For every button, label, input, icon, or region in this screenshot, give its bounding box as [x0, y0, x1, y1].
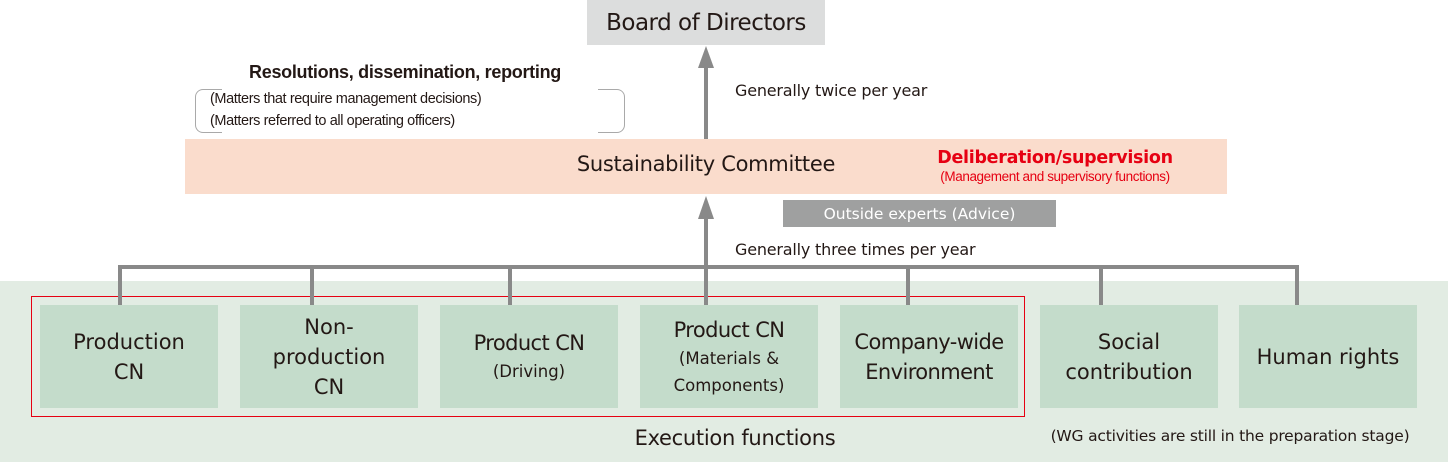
- frequency-to-board: Generally twice per year: [735, 81, 928, 100]
- outside-experts-box: Outside experts (Advice): [783, 200, 1056, 227]
- unit-label-line: contribution: [1065, 359, 1193, 384]
- frequency-to-committee: Generally three times per year: [735, 240, 976, 259]
- right-bracket: [598, 89, 625, 133]
- unit-sub-label: (Driving): [492, 362, 566, 381]
- board-of-directors-box: Board of Directors: [587, 0, 825, 45]
- unit-label-line: Production: [73, 329, 185, 354]
- sustainability-committee-band: [185, 139, 1227, 194]
- arrowhead-to-board-icon: [698, 46, 714, 68]
- committee-role: Deliberation/supervision (Management and…: [910, 147, 1200, 185]
- unit-sub-label: Components): [673, 375, 785, 395]
- unit-label-line: Human rights: [1256, 344, 1400, 369]
- reporting-line-1: (Matters that require management decisio…: [210, 91, 482, 107]
- committee-role-detail: (Management and supervisory functions): [940, 169, 1170, 184]
- unit-label-line: Non-: [304, 314, 354, 339]
- unit-product-cn-driving: Product CN (Driving): [440, 305, 618, 408]
- committee-role-title: Deliberation/supervision: [937, 148, 1173, 168]
- unit-label-line: Product CN: [673, 317, 785, 342]
- unit-label-line: Product CN: [473, 331, 585, 355]
- reporting-title: Resolutions, dissemination, reporting: [249, 62, 561, 82]
- unit-label-line: production: [272, 344, 386, 369]
- wg-preparation-note: (WG activities are still in the preparat…: [1050, 427, 1410, 445]
- unit-label-line: Company-wide: [854, 329, 1004, 354]
- left-bracket: [195, 89, 222, 133]
- unit-product-cn-materials: Product CN (Materials & Components): [640, 305, 818, 408]
- unit-company-wide-environment: Company-wide Environment: [840, 305, 1018, 408]
- unit-label-line: CN: [313, 374, 345, 399]
- unit-label-line: Environment: [865, 359, 993, 384]
- execution-functions-label: Execution functions: [634, 426, 836, 450]
- outside-experts-label: Outside experts (Advice): [823, 204, 1016, 223]
- reporting-line-2: (Matters referred to all operating offic…: [210, 113, 455, 129]
- arrowhead-to-committee-icon: [698, 196, 714, 219]
- unit-human-rights: Human rights: [1239, 305, 1417, 408]
- sustainability-committee-label: Sustainability Committee: [576, 152, 836, 176]
- unit-sub-label: (Materials &: [678, 348, 780, 368]
- unit-production-cn: Production CN: [40, 305, 218, 408]
- unit-social-contribution: Social contribution: [1040, 305, 1218, 408]
- board-label: Board of Directors: [606, 9, 806, 36]
- unit-non-production-cn: Non- production CN: [240, 305, 418, 408]
- unit-label-line: CN: [113, 359, 145, 384]
- unit-label-line: Social: [1097, 329, 1161, 354]
